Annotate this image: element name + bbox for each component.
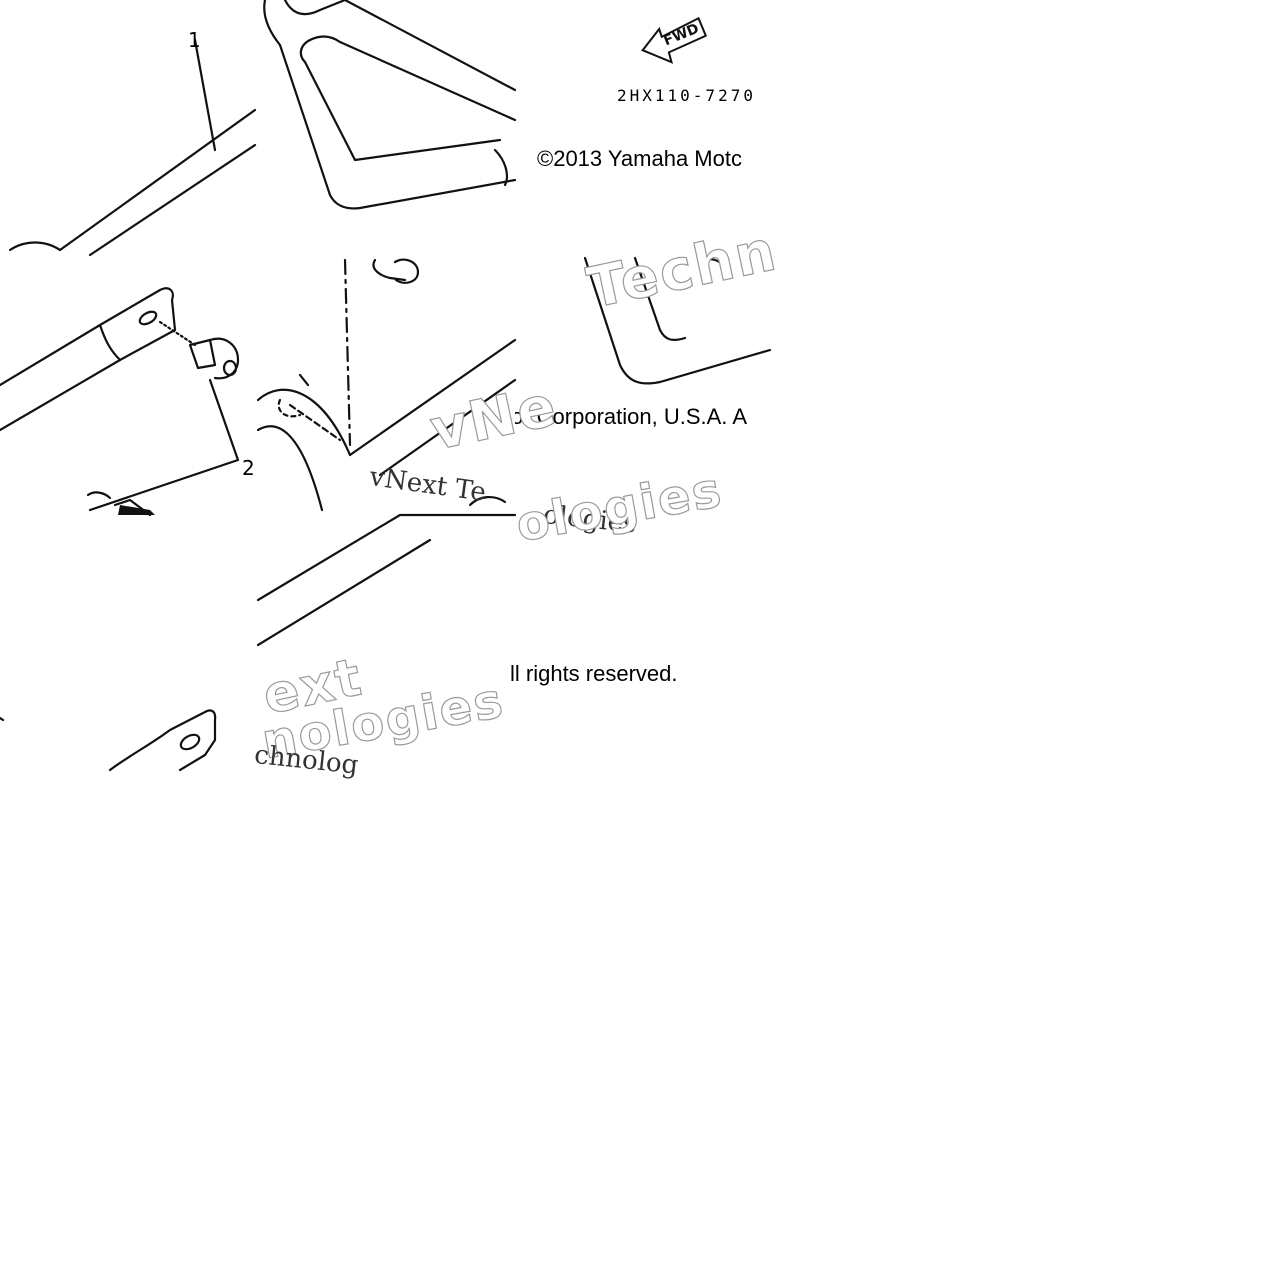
copyright-tile-3: ll rights reserved. xyxy=(510,655,772,695)
copyright-tile-2: or Corporation, U.S.A. A xyxy=(515,398,772,438)
copyright-tile-1: ©2013 Yamaha Motc xyxy=(515,140,772,180)
copyright-fragment-2: or Corporation, U.S.A. A xyxy=(515,404,747,429)
callout-2: 2 xyxy=(242,456,255,480)
fwd-arrow-icon: FWD xyxy=(638,10,710,70)
callout-1: 1 xyxy=(188,28,201,52)
copyright-fragment-3: ll rights reserved. xyxy=(510,661,678,686)
part-code: 2HX110-7270 xyxy=(617,86,756,105)
copyright-fragment-1: ©2013 Yamaha Motc xyxy=(537,146,742,171)
